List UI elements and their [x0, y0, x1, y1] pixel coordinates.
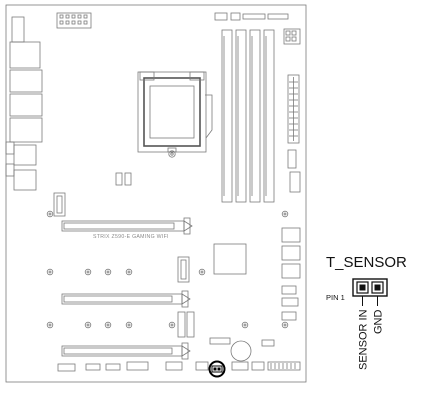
pin-label-gnd: GND — [373, 310, 385, 335]
t-sensor-title: T_SENSOR — [326, 254, 407, 271]
sata-connectors — [281, 227, 301, 321]
t-sensor-location — [208, 360, 226, 378]
atx-power-connector — [287, 74, 300, 144]
cmos-battery — [230, 340, 252, 362]
chipset — [213, 243, 247, 275]
pin-label-sensor-in: SENSOR IN — [358, 309, 370, 370]
pcie-slot-1 — [61, 217, 193, 235]
mounting-holes — [46, 210, 289, 329]
bottom-headers — [57, 361, 301, 372]
cpu-socket — [137, 71, 213, 158]
rear-io-panel — [5, 16, 43, 191]
pin1-label: PIN 1 — [326, 293, 345, 302]
dimm-slots — [221, 29, 275, 203]
pcie-slot-3 — [61, 342, 191, 360]
top-connectors — [56, 12, 301, 45]
board-outline — [5, 4, 307, 383]
m2-slots — [53, 192, 195, 338]
pcie-slot-2 — [61, 290, 191, 308]
t-sensor-header-detail: T_SENSOR PIN 1 SENSOR IN GND — [326, 254, 407, 370]
board-silkscreen: STRIX Z590-E GAMING WIFI — [93, 234, 169, 240]
